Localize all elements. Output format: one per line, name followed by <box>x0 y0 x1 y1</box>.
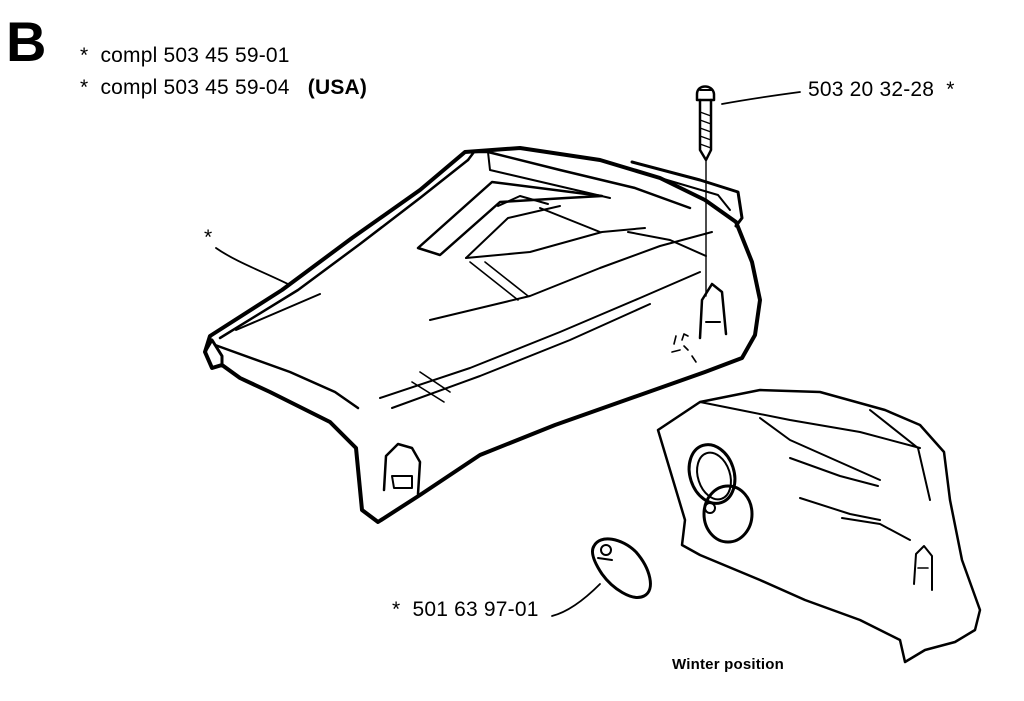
asterisk-marker: * <box>80 44 89 67</box>
leader-lines <box>215 91 801 617</box>
screw-part-number: 503 20 32-28 <box>808 78 935 101</box>
asterisk-marker: * <box>80 76 89 99</box>
asterisk-marker: * <box>946 78 955 101</box>
compl-part-number-1: compl 503 45 59-01 <box>100 44 290 67</box>
winter-position-caption: Winter position <box>672 656 785 673</box>
compl-part-number-2: compl 503 45 59-04 <box>100 76 290 99</box>
cover-callout: * <box>204 226 213 249</box>
winter-cover <box>656 388 982 664</box>
clutch-cover <box>203 146 762 524</box>
asterisk-marker: * <box>392 598 401 621</box>
screw-callout: 503 20 32-28 * <box>808 78 955 102</box>
cap-callout: * 501 63 97-01 <box>392 598 539 622</box>
compl-line-2: * compl 503 45 59-04 (USA) <box>80 76 367 100</box>
cover-cap <box>590 537 652 599</box>
compl-line-1: * compl 503 45 59-01 <box>80 44 290 68</box>
cap-part-number: 501 63 97-01 <box>412 598 539 621</box>
usa-note: (USA) <box>307 76 368 99</box>
screw <box>695 85 716 297</box>
section-letter: B <box>6 10 47 73</box>
